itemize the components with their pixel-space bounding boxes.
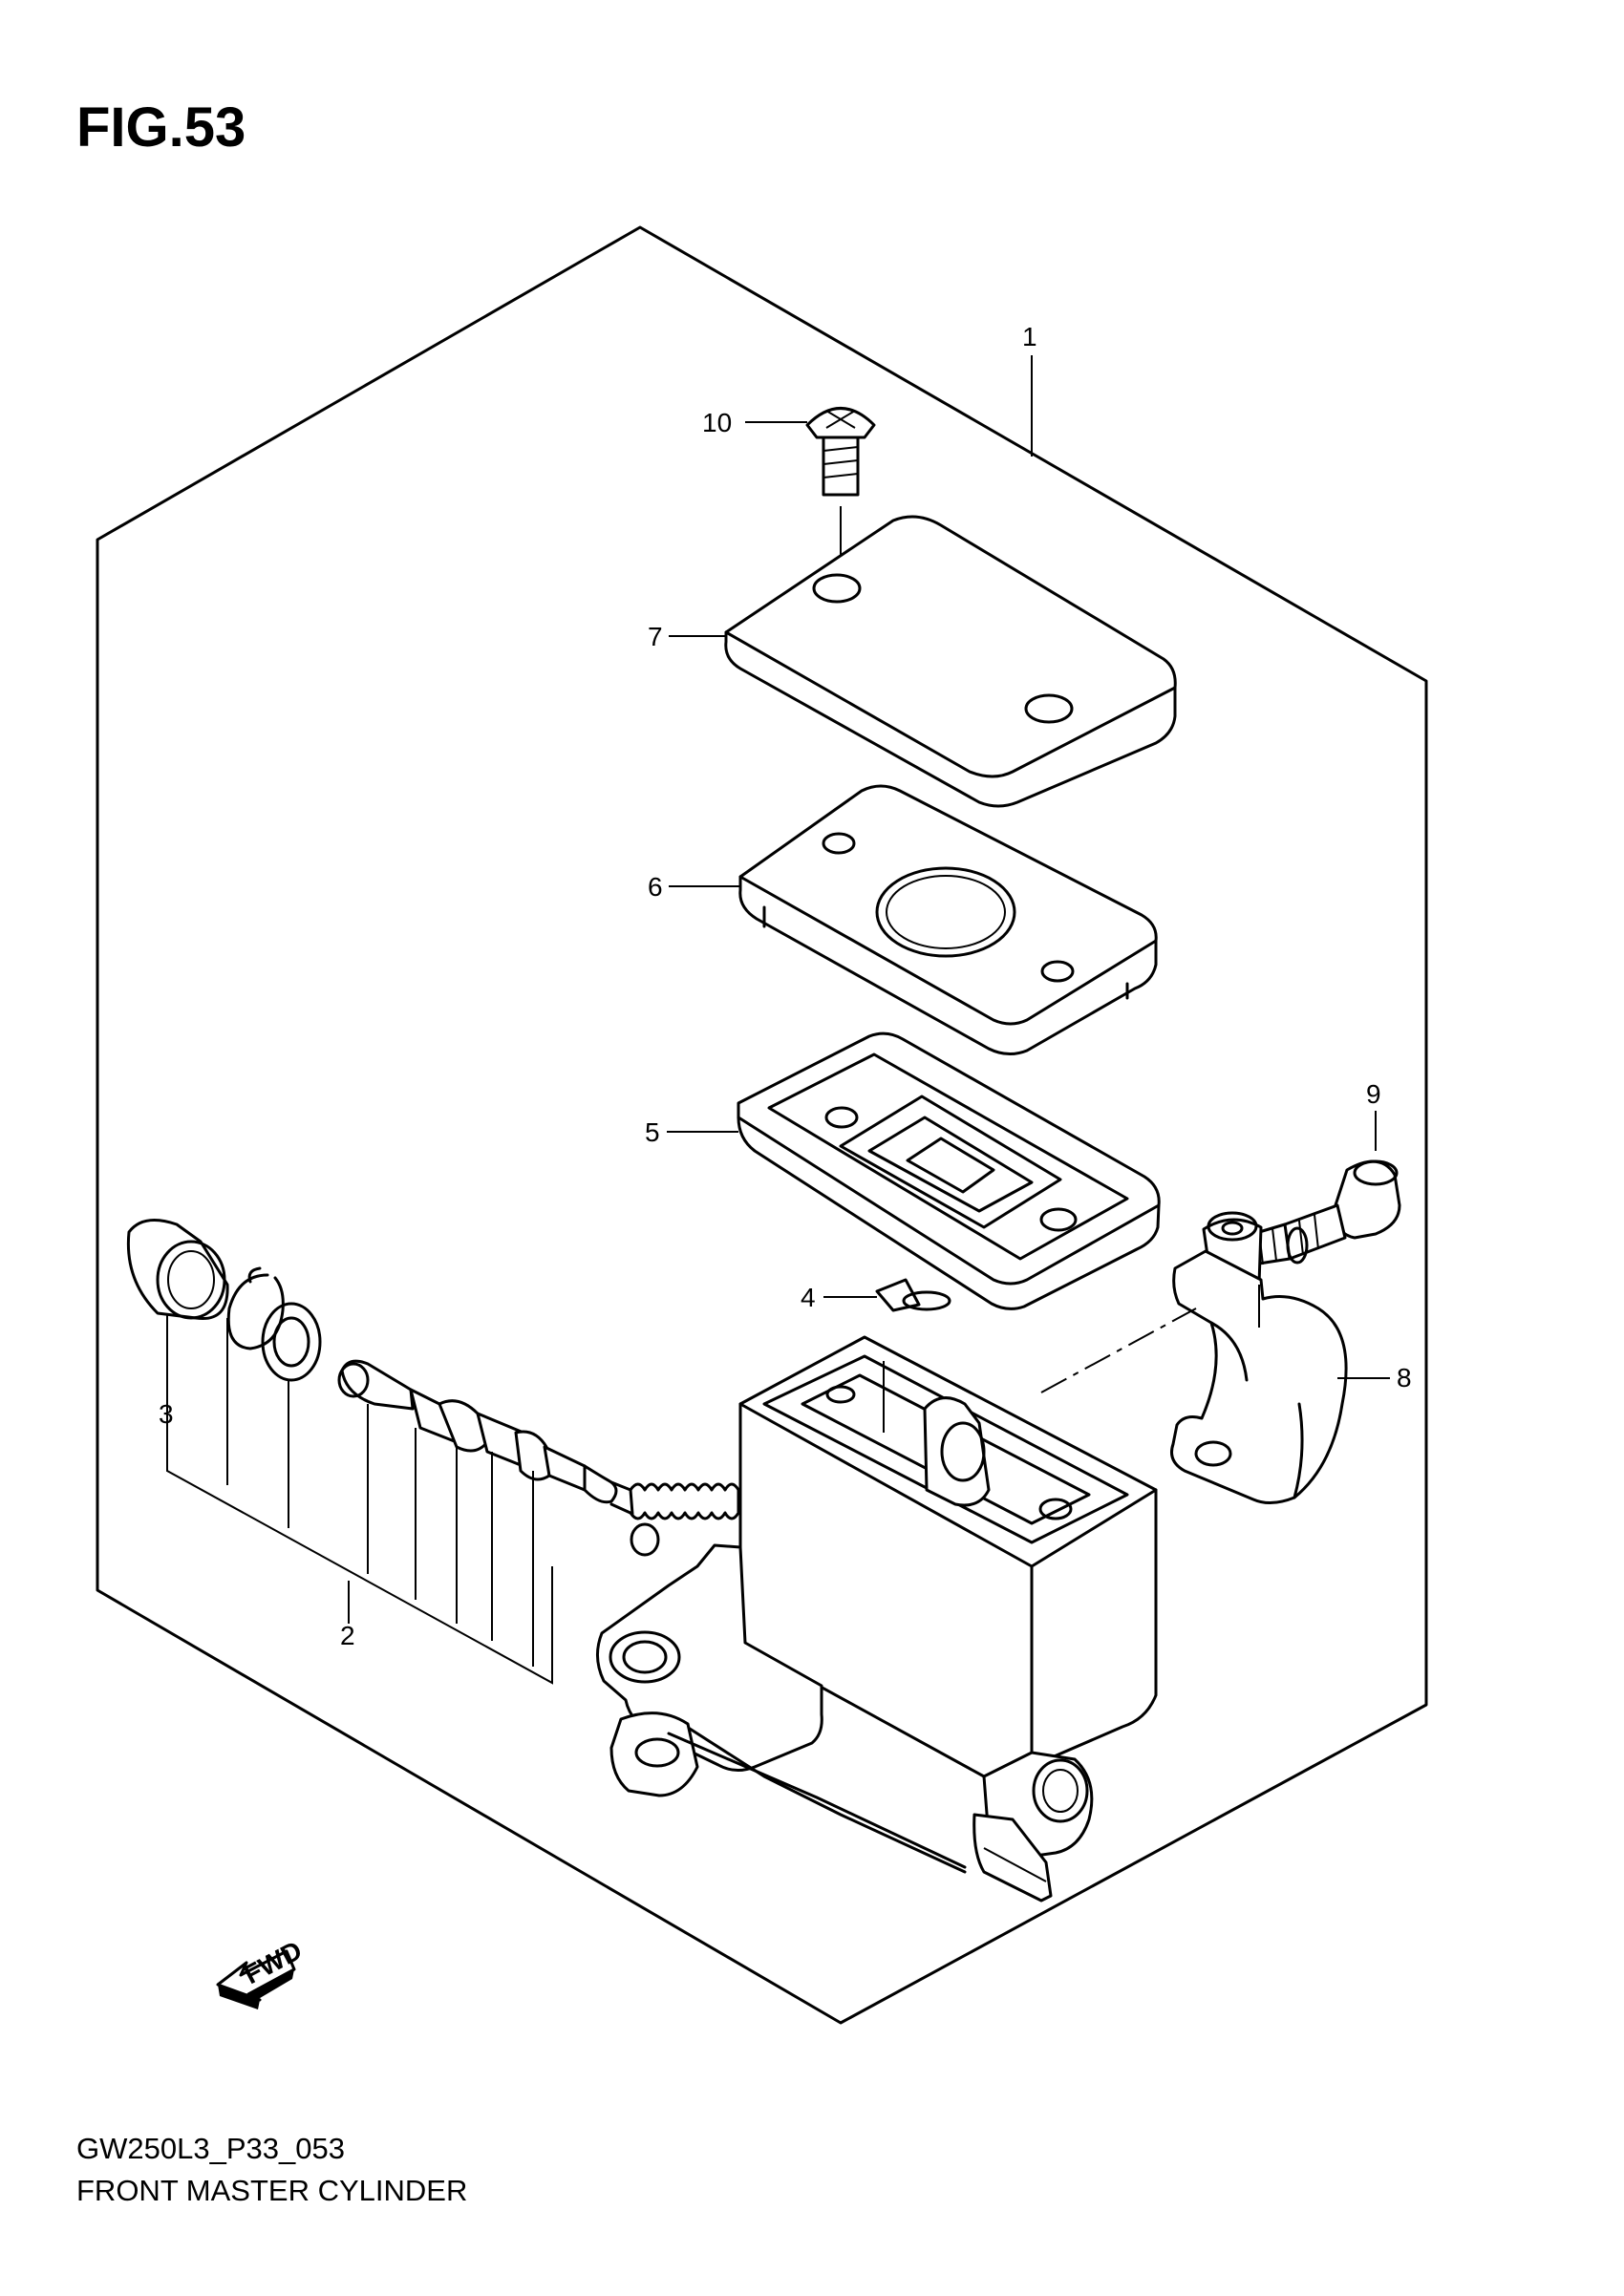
part-5-diaphragm bbox=[737, 1031, 1161, 1310]
callout-1: 1 bbox=[1022, 322, 1037, 351]
callout-9: 9 bbox=[1366, 1079, 1381, 1109]
part-7-reservoir-cap bbox=[724, 515, 1177, 808]
part-9-bolt bbox=[1238, 1159, 1401, 1267]
assembly-boundary bbox=[96, 225, 1428, 2025]
callout-3: 3 bbox=[159, 1399, 174, 1429]
callout-7: 7 bbox=[648, 622, 663, 651]
figure-name: FRONT MASTER CYLINDER bbox=[76, 2174, 468, 2207]
figure-code: GW250L3_P33_053 bbox=[76, 2132, 345, 2165]
callout-5: 5 bbox=[645, 1117, 660, 1147]
part-6-diaphragm-plate bbox=[738, 784, 1158, 1055]
callout-4: 4 bbox=[801, 1283, 816, 1312]
callout-10: 10 bbox=[702, 408, 732, 437]
fwd-arrow-icon: FWD bbox=[216, 1935, 307, 2009]
part-3-boot bbox=[126, 1219, 229, 1321]
part-4-clip bbox=[875, 1278, 951, 1312]
part-2-piston bbox=[337, 1359, 740, 1557]
part-3-washer bbox=[261, 1302, 322, 1382]
part-1-cylinder-body bbox=[596, 1335, 1158, 1903]
alignment-line bbox=[1040, 1307, 1197, 1393]
part-3-circlip bbox=[226, 1266, 285, 1350]
part-8-holder bbox=[1170, 1211, 1348, 1504]
callout-6: 6 bbox=[648, 872, 663, 902]
leader-lines bbox=[166, 355, 1390, 1685]
callout-8: 8 bbox=[1397, 1363, 1412, 1392]
figure-title: FIG.53 bbox=[76, 96, 246, 159]
part-10-screw bbox=[805, 407, 876, 583]
callout-2: 2 bbox=[340, 1621, 355, 1650]
